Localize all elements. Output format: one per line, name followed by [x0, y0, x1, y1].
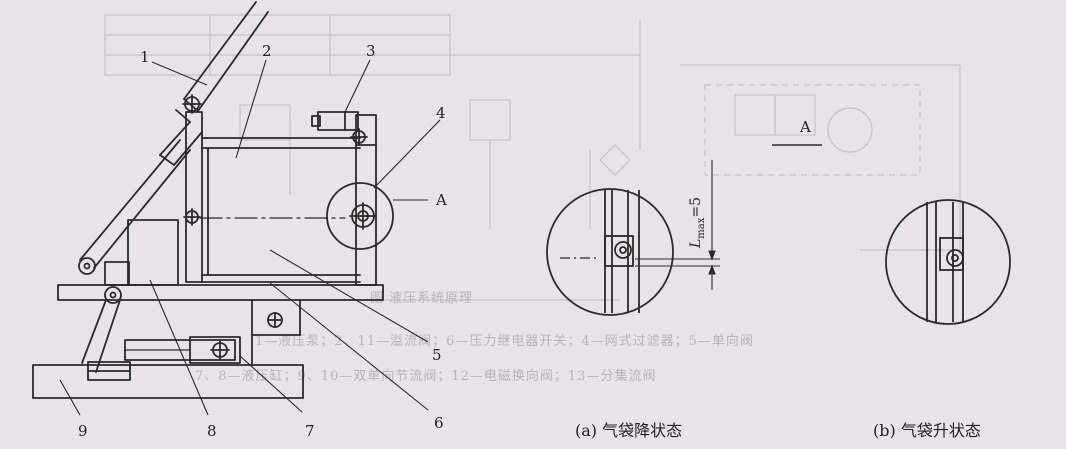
dimension-subscript: max	[696, 217, 707, 238]
roller-wheel	[326, 182, 394, 250]
part-label-5: 5	[432, 346, 442, 364]
right-column	[355, 114, 377, 286]
detail-label-a: A	[799, 118, 811, 136]
part-label-4: 4	[436, 104, 446, 122]
lever-arm	[182, 1, 269, 114]
part-label-9: 9	[78, 422, 88, 440]
main-mechanism	[32, 1, 394, 399]
base-plate	[57, 284, 384, 301]
detail-view-a	[546, 188, 720, 316]
caption-b: (b) 气袋升状态	[873, 421, 981, 440]
part-label-8: 8	[207, 422, 217, 440]
leader-lines	[59, 59, 441, 416]
caption-a: (a) 气袋降状态	[575, 421, 682, 440]
lower-bed	[32, 364, 304, 399]
part-label-7: 7	[305, 422, 315, 440]
frame	[201, 137, 361, 283]
top-pin	[311, 111, 368, 146]
detail-label-a-main: A	[435, 191, 447, 209]
cylinder-block	[127, 219, 179, 286]
dimension-symbol: L	[688, 239, 704, 249]
ghost-caption: 图 液压系统原理	[370, 291, 473, 306]
dimension-value: =5	[688, 197, 704, 218]
swing-link	[81, 299, 121, 373]
detail-view-b	[885, 199, 1011, 325]
left-column	[185, 111, 203, 283]
part-label-2: 2	[262, 42, 272, 60]
strut-cylinder	[159, 109, 203, 166]
part-label-6: 6	[434, 414, 444, 432]
dimension-lmax	[708, 160, 716, 290]
under-bracket	[251, 299, 301, 366]
dimension-label: Lmax=5	[688, 197, 707, 249]
ghost-text-line-1: 1—液压泵；2、11—溢流阀；6—压力继电器开关；4—网式过滤器；5—单向阀	[255, 333, 754, 349]
diagonal-strut	[78, 139, 191, 275]
background-bleed	[104, 14, 961, 301]
part-label-3: 3	[366, 42, 376, 60]
lower-cylinder	[87, 336, 241, 381]
ghost-text-line-2: 7、8—液压缸；9、10—双单向节流阀；12—电磁换向阀；13—分集流阀	[195, 368, 656, 384]
part-label-1: 1	[140, 48, 150, 66]
